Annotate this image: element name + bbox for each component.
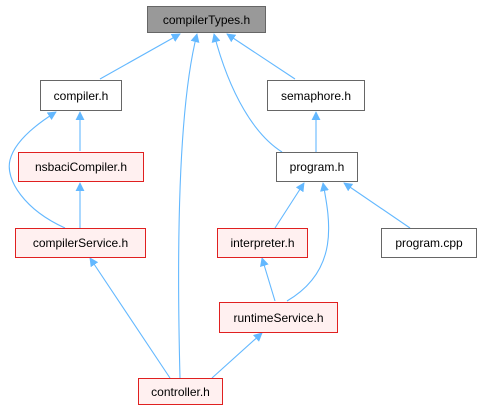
edge-programcpp-to-program (343, 182, 411, 229)
edge-interpreter-to-program (274, 182, 305, 229)
edge-runtimeservice-to-program (286, 182, 330, 302)
edge-controller-to-runtimeservice (211, 332, 263, 379)
node-runtimeservice-h[interactable]: runtimeService.h (219, 302, 338, 333)
node-compilertypes-h: compilerTypes.h (147, 6, 266, 33)
node-compiler-h[interactable]: compiler.h (40, 80, 122, 111)
edge-runtimeservice-to-interpreter (260, 257, 276, 302)
edge-compiler-to-compilertypes (99, 33, 181, 80)
edge-controller-to-compilertypes (178, 33, 200, 379)
node-nsbacicompiler-h[interactable]: nsbaciCompiler.h (18, 152, 144, 182)
edge-semaphore-to-compilertypes (226, 33, 296, 80)
node-program-h[interactable]: program.h (276, 152, 358, 182)
node-semaphore-h[interactable]: semaphore.h (267, 80, 365, 111)
edge-controller-to-compilerservice (89, 257, 171, 379)
node-compilerservice-h[interactable]: compilerService.h (15, 228, 146, 258)
edge-program-to-compilertypes (211, 33, 283, 153)
node-program-cpp[interactable]: program.cpp (381, 228, 477, 258)
node-interpreter-h[interactable]: interpreter.h (217, 228, 308, 258)
node-controller-h[interactable]: controller.h (138, 378, 223, 405)
edge-compilerservice-to-compiler (8, 111, 66, 229)
